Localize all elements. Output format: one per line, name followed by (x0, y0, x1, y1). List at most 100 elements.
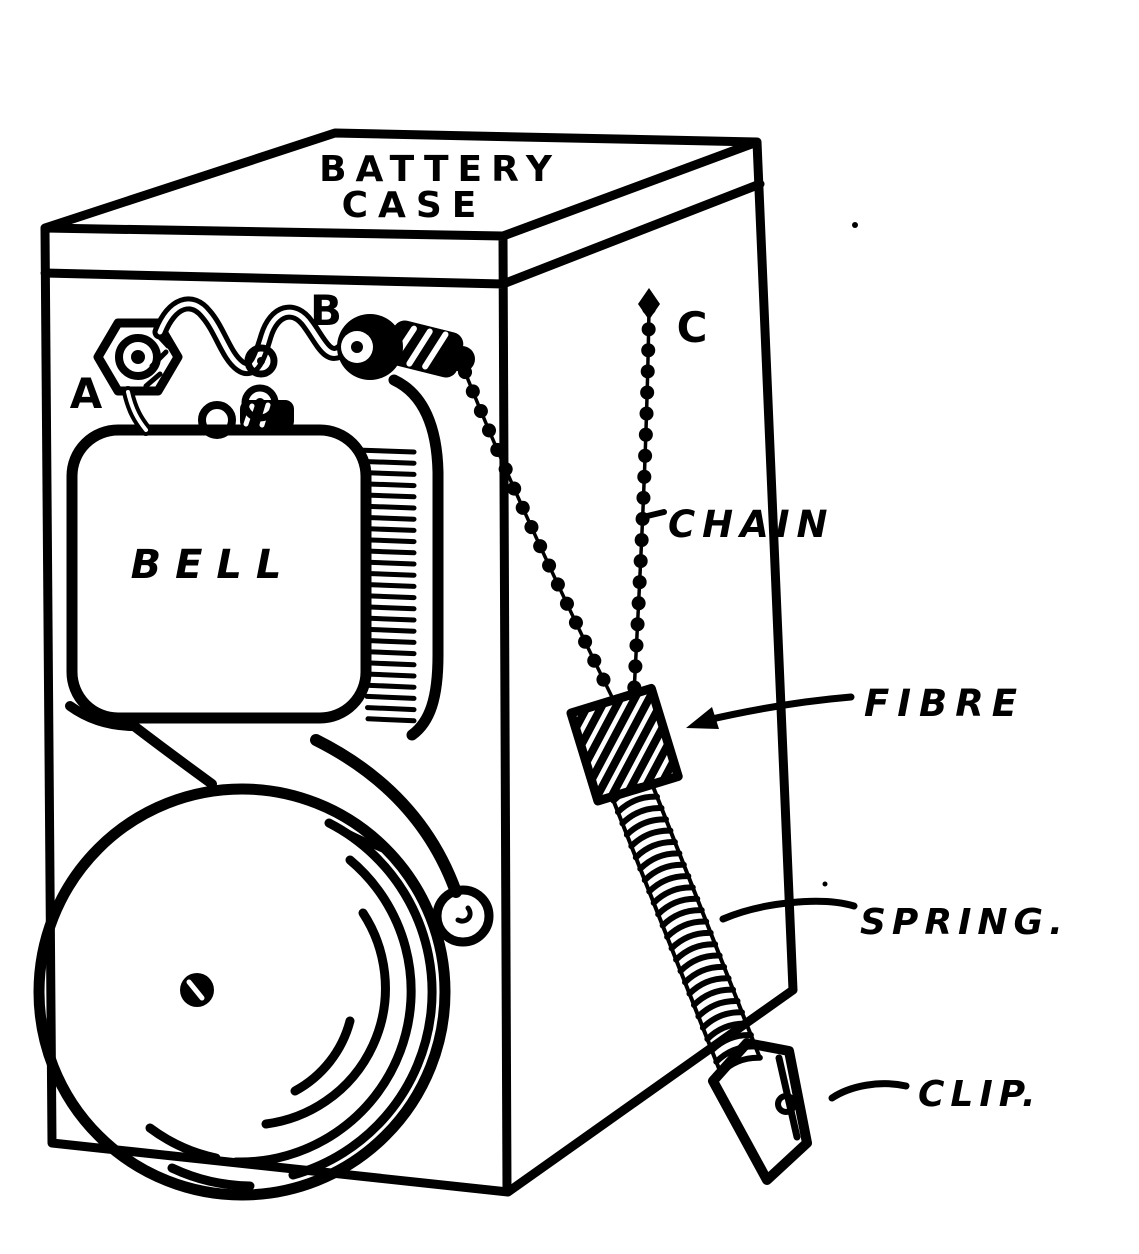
battery-case-label-line1: BATTERY (319, 149, 561, 190)
spring-rib-line (614, 793, 661, 816)
middle-post-lower (241, 384, 279, 422)
fibre-hatch-line (587, 688, 642, 784)
spring-rib-line (695, 997, 741, 1020)
spring-rib-line (686, 975, 732, 997)
fibre-hatch-line (624, 722, 668, 796)
ink-speck (822, 881, 828, 887)
spring-rib-line (682, 963, 728, 986)
bell-housing (65, 374, 444, 789)
spring-leader (719, 897, 858, 923)
box-outline (40, 128, 798, 1197)
fibre-block (566, 683, 683, 806)
clapper-ball-curl (455, 905, 473, 924)
fibre-hatch-line (607, 705, 662, 801)
battery-case-box (40, 128, 858, 1197)
chain-b-beads (458, 365, 619, 704)
callout-leaders (640, 509, 910, 1102)
spring-rib-line (632, 839, 678, 861)
middle-post-upper-dot (257, 357, 265, 365)
housing-support (65, 701, 217, 789)
terminal-a-label: A (70, 369, 103, 418)
clapper-arm (310, 734, 462, 898)
terminal-b-label: B (310, 286, 342, 335)
spring-rib-line (713, 1043, 759, 1065)
fibre-arrowhead-icon (686, 707, 719, 729)
chain-label: CHAIN (668, 503, 835, 546)
chain-c-beads (627, 301, 656, 700)
spring-rib-line (690, 986, 737, 1009)
lead-a-housing-core (126, 390, 148, 432)
chain-b-line (463, 370, 614, 699)
middle-post-upper (244, 344, 278, 378)
terminals-and-wire (93, 296, 475, 436)
housing-rib-line (361, 626, 417, 634)
fibre-hatch-line (592, 688, 657, 802)
fibre-hatch-line (582, 693, 625, 767)
spring-rib-line (673, 941, 719, 963)
gong-rim (33, 783, 451, 1201)
spring-rib-line (619, 805, 665, 827)
spring-rib-line (646, 873, 692, 895)
terminal-b-barrel (387, 320, 464, 378)
hook-c-bead (638, 288, 660, 320)
bell-gong (33, 734, 494, 1201)
spring-rib-line (704, 1020, 750, 1043)
clip-rivet (775, 1093, 797, 1115)
clip-label: CLIP. (918, 1074, 1042, 1115)
terminal-b-dot (351, 341, 363, 353)
spring-rib-line (637, 850, 683, 872)
ink-speck (852, 222, 858, 228)
spring-rib-line (641, 861, 687, 884)
spring-rib-line (628, 827, 674, 850)
spring-rib-line (610, 782, 656, 804)
housing-rib-line (362, 637, 417, 645)
fibre-hatch-line (571, 704, 591, 733)
fibre-hatch-line (576, 699, 608, 750)
housing-rib-line (361, 615, 417, 623)
labels: BATTERY CASE BELL A B C CHAIN FIBRE SPRI… (70, 149, 1069, 1115)
connecting-wire-core (157, 301, 345, 371)
clapper-ball (432, 885, 494, 947)
spring-label: SPRING. (860, 902, 1069, 943)
clapper-arm-inner (326, 820, 394, 856)
spring-coil (610, 782, 763, 1077)
housing-rib-line (353, 447, 417, 455)
spring-rib-line (659, 907, 705, 929)
battery-case-label-line2: CASE (342, 185, 487, 226)
gong-highlight-arcs (145, 818, 437, 1191)
clip-part (708, 1038, 812, 1185)
clip-leader (828, 1080, 910, 1102)
fibre-label: FIBRE (864, 682, 1025, 725)
terminal-a-nut (93, 318, 183, 396)
housing-rib-line (364, 682, 417, 690)
bell-housing-face (66, 424, 372, 724)
gong-screw-slot (186, 979, 205, 1001)
hanger-ball (198, 401, 236, 439)
housing-rib-line (365, 716, 417, 724)
chain-leader (640, 509, 667, 520)
bell-label: BELL (131, 542, 296, 588)
housing-rib-line (362, 649, 417, 657)
spring-rib-line (668, 929, 714, 952)
spring-rib-line (650, 884, 696, 906)
terminal-a-ring (115, 334, 161, 380)
housing-outer-edge (388, 374, 444, 741)
spring-rib-line (664, 918, 710, 940)
spring-rib-line (708, 1032, 754, 1054)
fibre-leader (699, 693, 855, 725)
fibre-hatch-line (641, 739, 673, 791)
spring-rib-line (717, 1054, 763, 1077)
spring-rib-line (623, 816, 669, 838)
housing-rib-line (363, 671, 417, 679)
housing-rib-line (364, 693, 417, 701)
spring-rib-line (699, 1009, 745, 1031)
fibre-hatch (571, 688, 678, 802)
spring-ribs (610, 782, 763, 1077)
spring-rib-line (677, 952, 723, 974)
fibre-hatch-line (658, 757, 678, 786)
terminal-c-label: C (677, 303, 708, 352)
spring-rib-line (655, 895, 701, 918)
middle-post-lower-dot (255, 398, 265, 408)
